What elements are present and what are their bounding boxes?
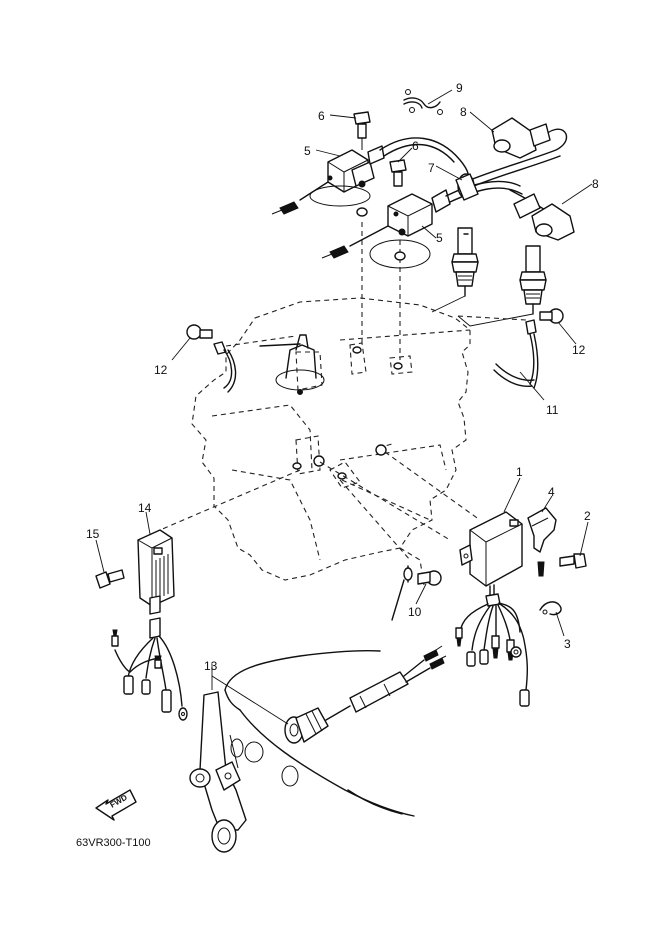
callout-5-upper: 5 bbox=[304, 144, 311, 158]
cdi-unit bbox=[459, 511, 523, 601]
callout-9: 9 bbox=[456, 81, 463, 95]
callout-4: 4 bbox=[548, 485, 555, 499]
fwd-arrow-icon: FWD bbox=[95, 789, 137, 821]
clip bbox=[539, 601, 562, 616]
rectifier-leads bbox=[111, 629, 188, 721]
spark-plug-right bbox=[519, 245, 547, 315]
callout-labels: 1 2 3 4 5 5 6 6 7 8 8 9 10 11 12 12 13 1… bbox=[86, 81, 599, 673]
throttle-link-bracket bbox=[189, 691, 247, 853]
coil-bolt-lower bbox=[389, 159, 407, 187]
ground-lead-left bbox=[213, 335, 301, 393]
callout-6-lower: 6 bbox=[412, 139, 419, 153]
callout-5-lower: 5 bbox=[436, 231, 443, 245]
callout-6-upper: 6 bbox=[318, 109, 325, 123]
callout-8-upper: 8 bbox=[460, 105, 467, 119]
grommet bbox=[284, 707, 329, 744]
rectifier-bolt bbox=[95, 569, 125, 589]
engine-block-outline bbox=[191, 297, 471, 586]
ground-bolt bbox=[391, 565, 442, 621]
callout-leaders bbox=[95, 89, 593, 725]
callout-3: 3 bbox=[564, 637, 571, 651]
drawing-code: 63VR300-T100 bbox=[76, 837, 151, 849]
callout-13: 13 bbox=[204, 659, 218, 673]
ground-bolt-left bbox=[186, 324, 213, 340]
cdi-bracket bbox=[527, 507, 557, 577]
ignition-coil-upper bbox=[271, 145, 385, 215]
wiring-harness bbox=[325, 645, 447, 721]
callout-12-left: 12 bbox=[154, 363, 168, 377]
callout-1: 1 bbox=[516, 465, 523, 479]
callout-11: 11 bbox=[546, 403, 559, 417]
ground-lead-right bbox=[457, 315, 539, 389]
cdi-leads bbox=[455, 593, 530, 707]
callout-14: 14 bbox=[138, 501, 152, 515]
spark-plug-cap-upper bbox=[491, 117, 551, 159]
plug-guide-lines bbox=[431, 295, 534, 327]
callout-10: 10 bbox=[408, 605, 422, 619]
coil-washers bbox=[356, 207, 406, 261]
callout-7: 7 bbox=[428, 161, 435, 175]
assembly-lines bbox=[159, 222, 481, 561]
spark-plug-left bbox=[451, 227, 479, 297]
callout-15: 15 bbox=[86, 527, 100, 541]
cdi-bolt bbox=[559, 553, 587, 569]
callout-8-lower: 8 bbox=[592, 177, 599, 191]
spark-plug-cap-lower bbox=[513, 193, 575, 241]
cord-clip bbox=[403, 89, 443, 115]
engine-mount-holes bbox=[292, 346, 403, 480]
lower-cowling bbox=[224, 650, 415, 817]
flywheel bbox=[275, 334, 325, 395]
callout-12-right: 12 bbox=[572, 343, 586, 357]
ignition-coil-lower bbox=[321, 189, 451, 269]
callout-2: 2 bbox=[584, 509, 591, 523]
coil-bolt-upper bbox=[353, 111, 371, 150]
ground-bolt-right bbox=[539, 308, 564, 324]
